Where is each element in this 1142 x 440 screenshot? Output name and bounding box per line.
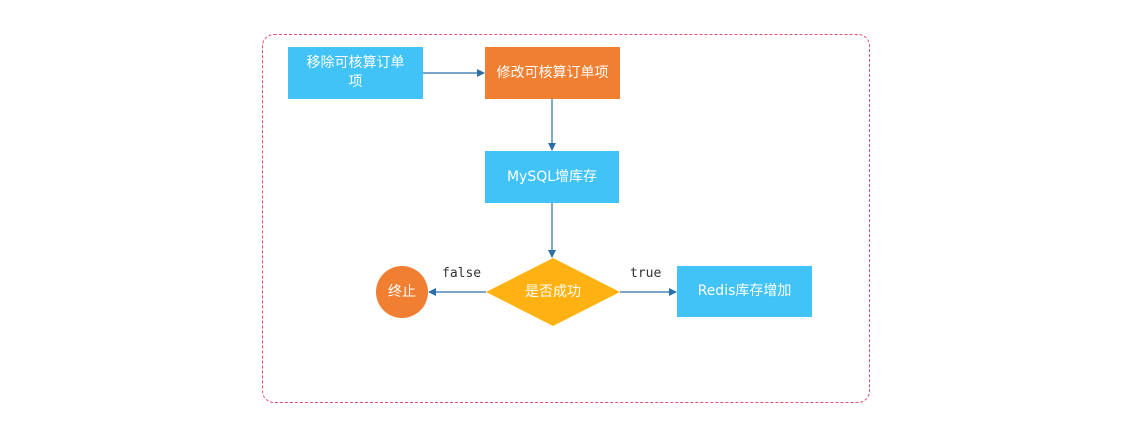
redis-increase-stock-label: Redis库存增加 [697, 283, 792, 299]
mysql-increase-stock-label: MySQL增库存 [506, 168, 598, 185]
terminate-node: 终止 [376, 266, 428, 318]
remove-order-item-node: 移除可核算订单项 [288, 47, 423, 99]
modify-order-item-label: 修改可核算订单项 [496, 64, 609, 81]
modify-order-item-node: 修改可核算订单项 [485, 47, 620, 99]
true-branch-label: true [630, 266, 662, 281]
remove-order-item-label: 移除可核算订单项 [306, 55, 405, 90]
dashed-container-frame [262, 34, 870, 403]
mysql-increase-stock-node: MySQL增库存 [485, 151, 619, 203]
decision-diamond-shape [486, 258, 620, 326]
terminate-label: 终止 [388, 283, 416, 300]
false-branch-label: false [442, 266, 482, 281]
success-decision-label: 是否成功 [525, 283, 581, 300]
success-decision-node: 是否成功 [486, 258, 620, 326]
redis-increase-stock-node: Redis库存增加 [677, 266, 812, 317]
